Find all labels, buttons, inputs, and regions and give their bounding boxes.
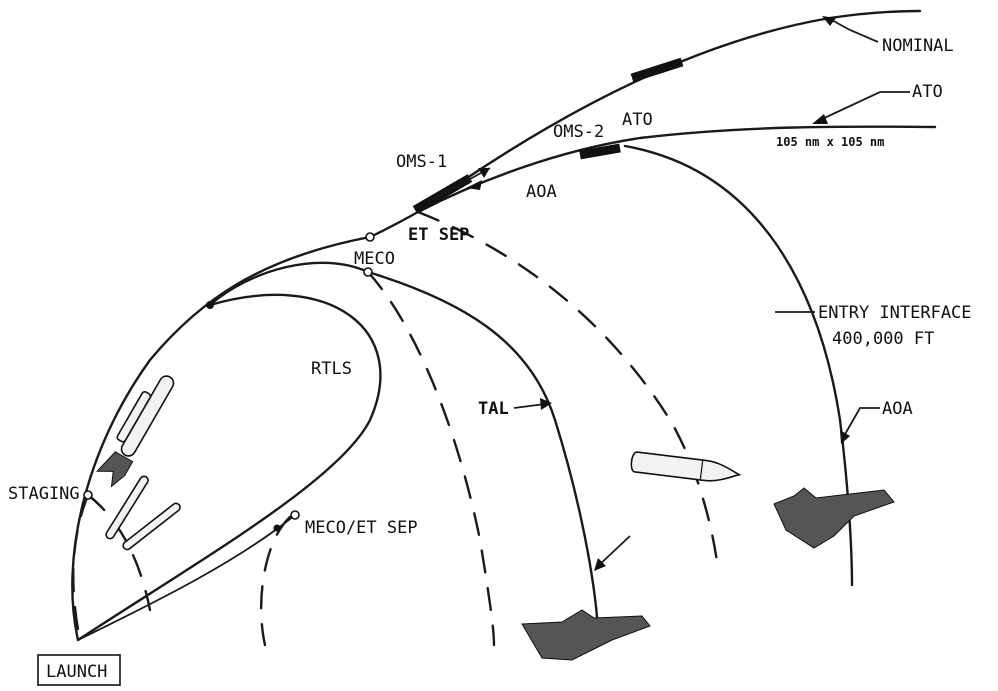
tal-impact-arrow: [594, 558, 606, 571]
meco-et-sep-dash: [259, 515, 292, 647]
et-impact-dash-2: [366, 270, 496, 647]
meco-et-sep-label: MECO/ET SEP: [305, 518, 418, 538]
entry-interface-label: ENTRY INTERFACE: [818, 303, 972, 323]
orbit-label: 105 nm x 105 nm: [776, 135, 884, 149]
nominal-callout-arrow: [822, 16, 836, 26]
aoa-lower-arrow: [840, 430, 850, 444]
launch-label: LAUNCH: [46, 662, 107, 682]
ato-callout-label: ATO: [912, 82, 943, 102]
nominal-burn-marker: [630, 57, 684, 83]
tal-arrow: [540, 398, 552, 410]
nominal-trajectory: [416, 9, 922, 214]
meco-node: [363, 267, 373, 277]
ato-callout-line: [819, 91, 910, 121]
ato-callout-arrow: [812, 114, 828, 124]
aoa-upper-arrow: [466, 180, 482, 190]
external-tank-icon: [630, 451, 742, 482]
srb-icon: [122, 502, 181, 551]
rtls-lower-line: [77, 514, 296, 641]
aoa-lower-callout-line: [843, 407, 880, 437]
tal-impact-arrow-line: [597, 535, 631, 567]
rtls-label: RTLS: [311, 359, 352, 379]
meco-et-sep-dot: [273, 524, 281, 532]
tal-trajectory: [366, 270, 600, 632]
launch-box: [37, 654, 121, 686]
srb-icon: [105, 475, 149, 540]
shuttle-stack-icon: [95, 375, 175, 488]
oms-1-arrow: [478, 168, 490, 178]
oms-1-label: OMS-1: [396, 152, 447, 172]
oms-1-arrow-line: [431, 167, 491, 201]
meco-label: MECO: [354, 249, 395, 269]
aoa-upper-label: AOA: [526, 182, 557, 202]
nominal-callout-line: [827, 17, 879, 43]
et-sep-label: ET SEP: [408, 225, 469, 245]
meco-branch: [208, 261, 370, 307]
staging-dash: [72, 493, 90, 642]
tal-arrow-line: [513, 403, 546, 409]
staging-label: STAGING: [8, 484, 80, 504]
rtls-trajectory: [76, 293, 382, 642]
et-sep-node: [365, 232, 375, 242]
tal-label: TAL: [478, 399, 509, 419]
et-impact-dash-1: [416, 210, 720, 572]
aoa-lower-label: AOA: [882, 399, 913, 419]
entry-interface-altitude-label: 400,000 FT: [832, 329, 934, 349]
ato-trajectory: [416, 125, 937, 214]
srb-impact-dash: [86, 493, 152, 612]
orbiter-icon: [773, 487, 895, 549]
staging-node: [83, 490, 93, 500]
ato-label: ATO: [622, 110, 653, 130]
orbiter-icon: [521, 609, 651, 661]
oms-2-label: OMS-2: [553, 122, 604, 142]
meco-et-sep-node: [290, 510, 300, 520]
oms-2-burn-marker: [579, 143, 621, 160]
aoa-trajectory: [623, 144, 854, 587]
rtls-branch-node: [206, 301, 214, 309]
nominal-label: NOMINAL: [882, 36, 954, 56]
